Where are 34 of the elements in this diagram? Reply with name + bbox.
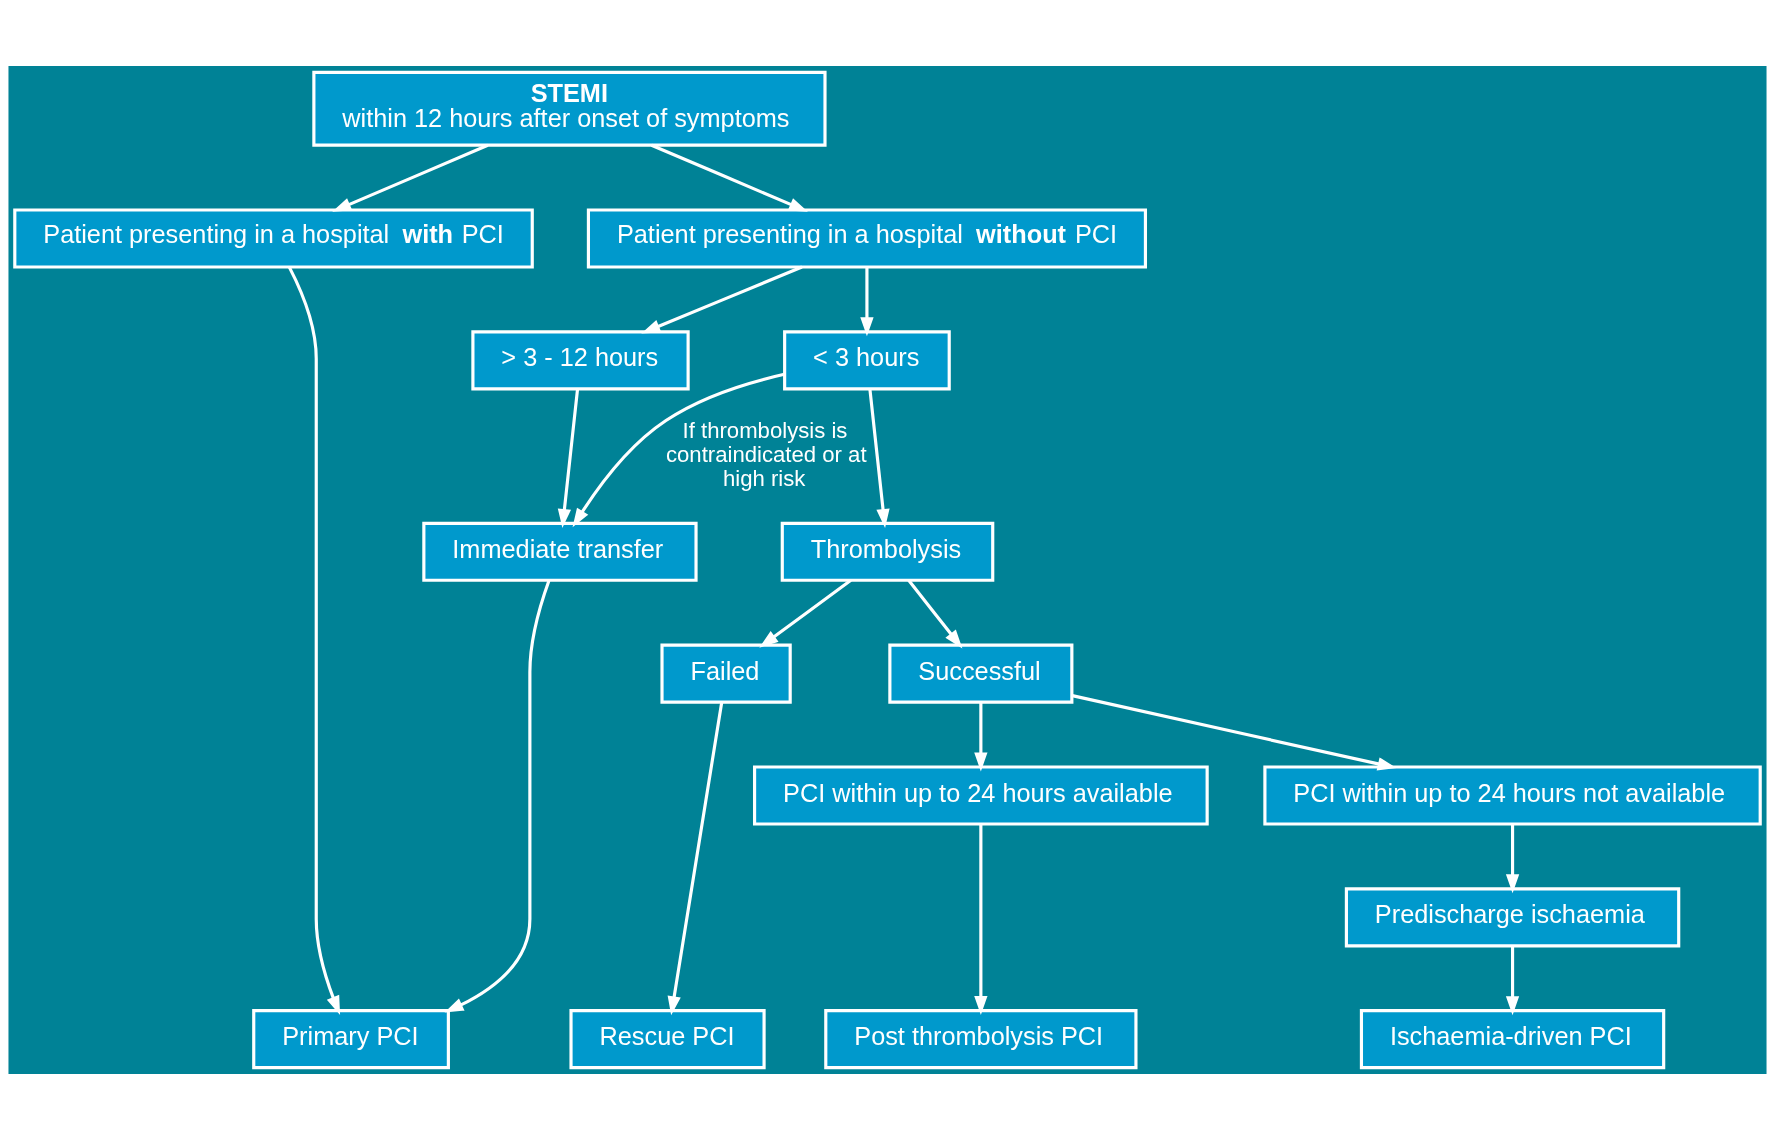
arrow (288, 266, 341, 1015)
arrow (860, 267, 874, 337)
node-box: Patient presenting in a hospital with PCI (13, 208, 534, 269)
arrow (557, 388, 580, 529)
arrow (974, 824, 988, 1015)
node-box: Immediate transfer (422, 521, 698, 582)
arrow (667, 702, 724, 1016)
arrow (1505, 824, 1520, 894)
node-box: Predischarge ischaemia (1344, 887, 1681, 948)
node-box: Post thrombolysis PCI (824, 1009, 1138, 1070)
edge-label: If thrombolysis is contraindicated or at high risk (665, 418, 867, 491)
arrow (759, 579, 852, 648)
node-box: PCI within up to 24 hours not available (1263, 765, 1762, 826)
node-box: Failed (660, 643, 792, 704)
arrow (907, 579, 963, 649)
node-box: > 3 - 12 hours (471, 330, 690, 391)
node-box: Ischaemia-driven PCI (1359, 1009, 1666, 1070)
node-box: PCI within up to 24 hours available (753, 765, 1209, 826)
arrow (444, 580, 551, 1013)
arrow (572, 372, 785, 528)
node-box: Rescue PCI (569, 1009, 766, 1070)
node-box: Primary PCI (252, 1009, 450, 1070)
arrow (332, 143, 489, 212)
node-box: Patient presenting in a hospital without PCI (586, 208, 1147, 269)
node-box: STEMI within 12 hours after onset of symptoms (312, 70, 827, 147)
node-box: Thrombolysis (780, 521, 995, 582)
arrow (974, 702, 988, 772)
arrow (868, 388, 890, 529)
arrow (650, 143, 808, 212)
node-box: Successful (888, 643, 1074, 704)
arrow (1071, 694, 1397, 771)
node-box: < 3 hours (783, 330, 951, 391)
arrow (1505, 945, 1520, 1016)
arrow (641, 265, 803, 334)
